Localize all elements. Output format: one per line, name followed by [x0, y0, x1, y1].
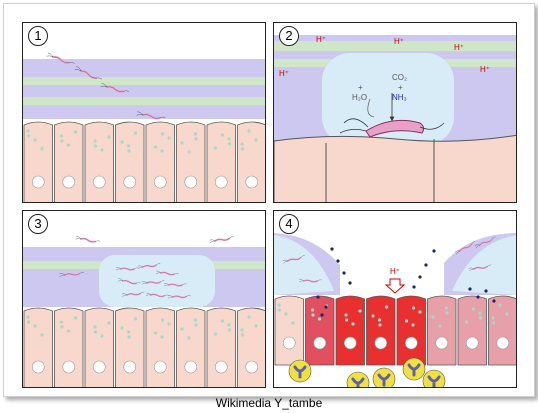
panel-4: 4 H⁺ [273, 210, 517, 388]
h-plus-label: H⁺ [394, 37, 404, 46]
epithelial-cell [366, 295, 396, 366]
ammonia-dot [342, 271, 346, 275]
panel-3-number: 3 [28, 214, 48, 234]
ammonia-dot [432, 249, 436, 253]
image-credit: Wikimedia Y_tambe [215, 396, 323, 410]
bacterium [163, 283, 187, 287]
plus-label: + [398, 83, 403, 92]
bacterium [454, 241, 475, 255]
h-plus-label: H⁺ [390, 267, 400, 276]
ammonia-dot [330, 247, 334, 251]
bacterium [74, 66, 103, 80]
epithelial-cell [54, 121, 84, 202]
epithelial-cell [274, 295, 304, 366]
neutrophil [402, 357, 426, 381]
panel-1: 1 [22, 22, 266, 203]
epithelial-cell [23, 121, 53, 202]
neutrophil [346, 371, 370, 387]
bacterium [468, 264, 492, 272]
bacterium [155, 270, 179, 276]
ammonia-dot [476, 295, 480, 299]
epithelial-cell [115, 307, 145, 387]
bacterium [75, 236, 101, 243]
epithelial-cell [115, 121, 145, 202]
bacterium [145, 292, 169, 298]
bacterium [282, 255, 305, 264]
panel-3: 3 [22, 210, 266, 388]
panel-2-number: 2 [279, 26, 299, 46]
plus-label: + [358, 83, 363, 92]
epithelial-cell [206, 307, 236, 387]
bacterium [298, 279, 322, 283]
ammonia-dot [424, 263, 428, 267]
neutrophil [288, 359, 312, 383]
bacterium [474, 236, 496, 249]
panel-3-illustration [23, 236, 265, 387]
bacterium [141, 280, 165, 285]
ammonia-dot [484, 289, 488, 293]
epithelial-cell [145, 121, 175, 202]
ammonia-dot [418, 275, 422, 279]
nh3-label: NH₃ [392, 93, 407, 102]
ammonia-dot [336, 259, 340, 263]
bacterium [167, 295, 191, 299]
neutrophil [372, 367, 396, 387]
panel-4-number: 4 [279, 214, 299, 234]
h-plus-label: H⁺ [316, 35, 326, 44]
bacterium [121, 291, 145, 297]
bacterium [100, 83, 130, 93]
panel-2-illustration [274, 35, 516, 202]
epithelial-cell [335, 295, 365, 366]
panel-1-number: 1 [28, 26, 48, 46]
ammonia-dot [492, 299, 496, 303]
ammonia-dot [348, 281, 352, 285]
epithelial-cell [237, 121, 265, 202]
epithelial-cell [54, 307, 84, 387]
epithelial-cell [457, 295, 487, 366]
ammonia-dot [468, 287, 472, 291]
bacterium [46, 52, 75, 64]
epithelial-cell [145, 307, 175, 387]
co2-label: CO₂ [392, 73, 408, 82]
neutrophil [422, 369, 446, 387]
bacterium [59, 271, 85, 277]
h2o-label: H₂O [352, 93, 368, 102]
bacterium [209, 236, 234, 244]
h-plus-label: H⁺ [279, 69, 289, 78]
ammonia-dot [320, 313, 324, 317]
bacterium [117, 278, 141, 285]
bacterium [115, 267, 139, 271]
epithelial-cell [84, 307, 114, 387]
h-plus-label: H⁺ [480, 65, 490, 74]
epithelial-cell [237, 307, 265, 387]
ammonia-dot [412, 285, 416, 289]
ammonia-dot [316, 295, 320, 299]
panel-1-illustration [23, 52, 265, 202]
epithelial-cell [23, 307, 53, 387]
epithelial-cell [427, 295, 457, 366]
epithelial-cell [84, 121, 114, 202]
ammonia-dot [324, 305, 328, 309]
epithelial-cell [305, 295, 335, 366]
panel-2: 2 H⁺ H⁺ H⁺ H⁺ H⁺ CO₂ + + H₂O NH₃ [273, 22, 517, 203]
epithelial-cell [206, 121, 236, 202]
epithelial-cell [488, 295, 516, 366]
panel-4-illustration [274, 233, 516, 387]
epithelial-cell [396, 295, 426, 366]
epithelial-cell [176, 307, 206, 387]
h-plus-label: H⁺ [454, 43, 464, 52]
epithelial-cell [176, 121, 206, 202]
bacterium [137, 263, 161, 269]
bacterium [136, 111, 166, 120]
